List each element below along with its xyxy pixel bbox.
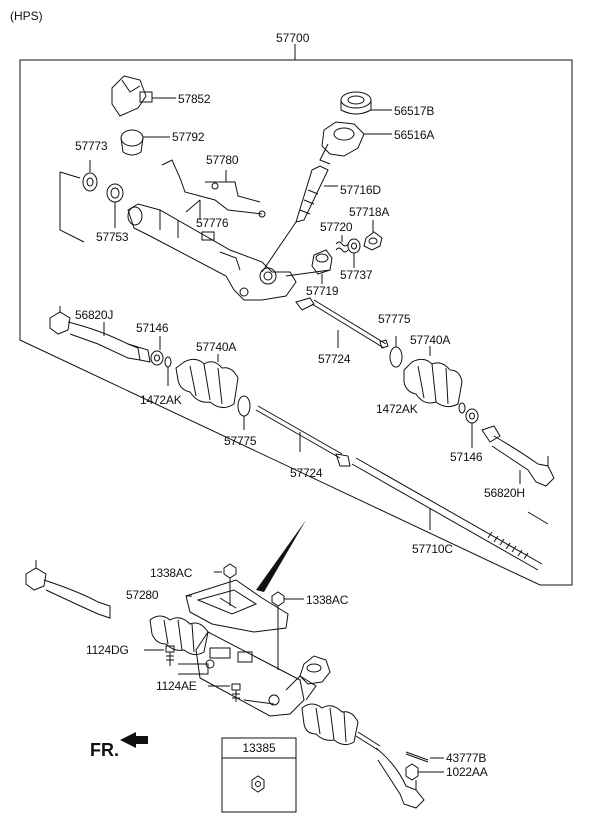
part-57753[interactable]: 57753 <box>96 230 129 244</box>
plug-57718A <box>363 231 383 251</box>
inset-13385 <box>221 737 297 813</box>
assembly-number: 57700 <box>276 31 310 45</box>
bearing-56517B <box>340 91 392 115</box>
pin-43777B <box>405 751 444 763</box>
part-57740A-right[interactable]: 57740A <box>410 333 451 347</box>
part-56820H[interactable]: 56820H <box>484 486 525 500</box>
part-57773[interactable]: 57773 <box>75 139 108 153</box>
part-1338AC-right[interactable]: 1338AC <box>306 593 349 607</box>
detail-pointer <box>256 520 306 592</box>
assembly-border <box>19 59 573 586</box>
bolt-1124AE <box>208 683 275 705</box>
part-57737[interactable]: 57737 <box>340 268 373 282</box>
nut-57146-right <box>465 408 479 424</box>
bolt-1338AC-right <box>271 591 304 670</box>
tie-rod-end-right <box>481 425 555 487</box>
nut-1022AA <box>405 763 444 781</box>
variant-label: (HPS) <box>10 9 43 23</box>
part-56820J[interactable]: 56820J <box>75 308 114 322</box>
part-57720[interactable]: 57720 <box>320 220 353 234</box>
part-1124AE[interactable]: 1124AE <box>156 679 197 693</box>
seal-57773 <box>82 172 98 192</box>
bracket-57852 <box>111 75 176 117</box>
clip-1472AK-right <box>458 402 466 414</box>
part-57146-right[interactable]: 57146 <box>450 450 483 464</box>
rack-bar-57710C <box>351 457 549 571</box>
tie-rod-end-left <box>49 306 151 363</box>
part-1338AC-left[interactable]: 1338AC <box>150 566 193 580</box>
part-1472AK-left[interactable]: 1472AK <box>140 393 182 407</box>
bolt-1338AC-left <box>223 563 237 606</box>
part-56517B[interactable]: 56517B <box>394 104 435 118</box>
part-57718A[interactable]: 57718A <box>349 205 390 219</box>
part-57776[interactable]: 57776 <box>196 216 229 230</box>
part-57280[interactable]: 57280 <box>126 588 159 602</box>
part-57775-right[interactable]: 57775 <box>378 312 411 326</box>
nut-57146-left <box>150 350 164 366</box>
part-57719[interactable]: 57719 <box>306 284 339 298</box>
bolt-1124DG <box>144 645 209 675</box>
part-56516A[interactable]: 56516A <box>394 128 435 142</box>
spring-57720 <box>335 241 349 253</box>
part-57146-left[interactable]: 57146 <box>136 321 169 335</box>
boot-left <box>175 354 239 408</box>
part-57775-left[interactable]: 57775 <box>224 434 257 448</box>
part-57716D[interactable]: 57716D <box>340 183 381 197</box>
front-arrow-icon <box>120 732 148 748</box>
part-57724-lower[interactable]: 57724 <box>290 466 323 480</box>
clamp-right <box>389 346 403 368</box>
valve-56516A <box>319 121 392 165</box>
part-43777B[interactable]: 43777B <box>446 751 487 765</box>
bushing-57792 <box>120 129 170 156</box>
part-1022AA[interactable]: 1022AA <box>446 765 488 779</box>
bracket-plate-57280 <box>185 579 289 633</box>
part-57780[interactable]: 57780 <box>206 153 239 167</box>
rack-housing <box>127 203 297 301</box>
assembled-rack <box>25 560 425 809</box>
part-57724-upper[interactable]: 57724 <box>318 352 351 366</box>
inset-label[interactable]: 13385 <box>242 741 276 755</box>
nut-57737 <box>347 238 361 254</box>
part-57710C[interactable]: 57710C <box>412 542 453 556</box>
shaft-57716D <box>261 165 338 273</box>
part-57792[interactable]: 57792 <box>172 130 205 144</box>
front-direction-label: FR. <box>90 740 119 760</box>
seal-57753 <box>106 183 124 203</box>
pipe-57780 <box>161 159 266 218</box>
boot-right <box>403 346 463 408</box>
part-57740A-left[interactable]: 57740A <box>196 340 237 354</box>
clamp-left <box>237 395 251 430</box>
inner-tie-rod-upper <box>295 297 389 349</box>
part-57852[interactable]: 57852 <box>178 92 211 106</box>
part-1124DG[interactable]: 1124DG <box>86 643 129 657</box>
part-1472AK-right[interactable]: 1472AK <box>376 402 418 416</box>
inner-tie-rod-lower <box>255 405 351 467</box>
clip-1472AK-left <box>164 356 172 368</box>
